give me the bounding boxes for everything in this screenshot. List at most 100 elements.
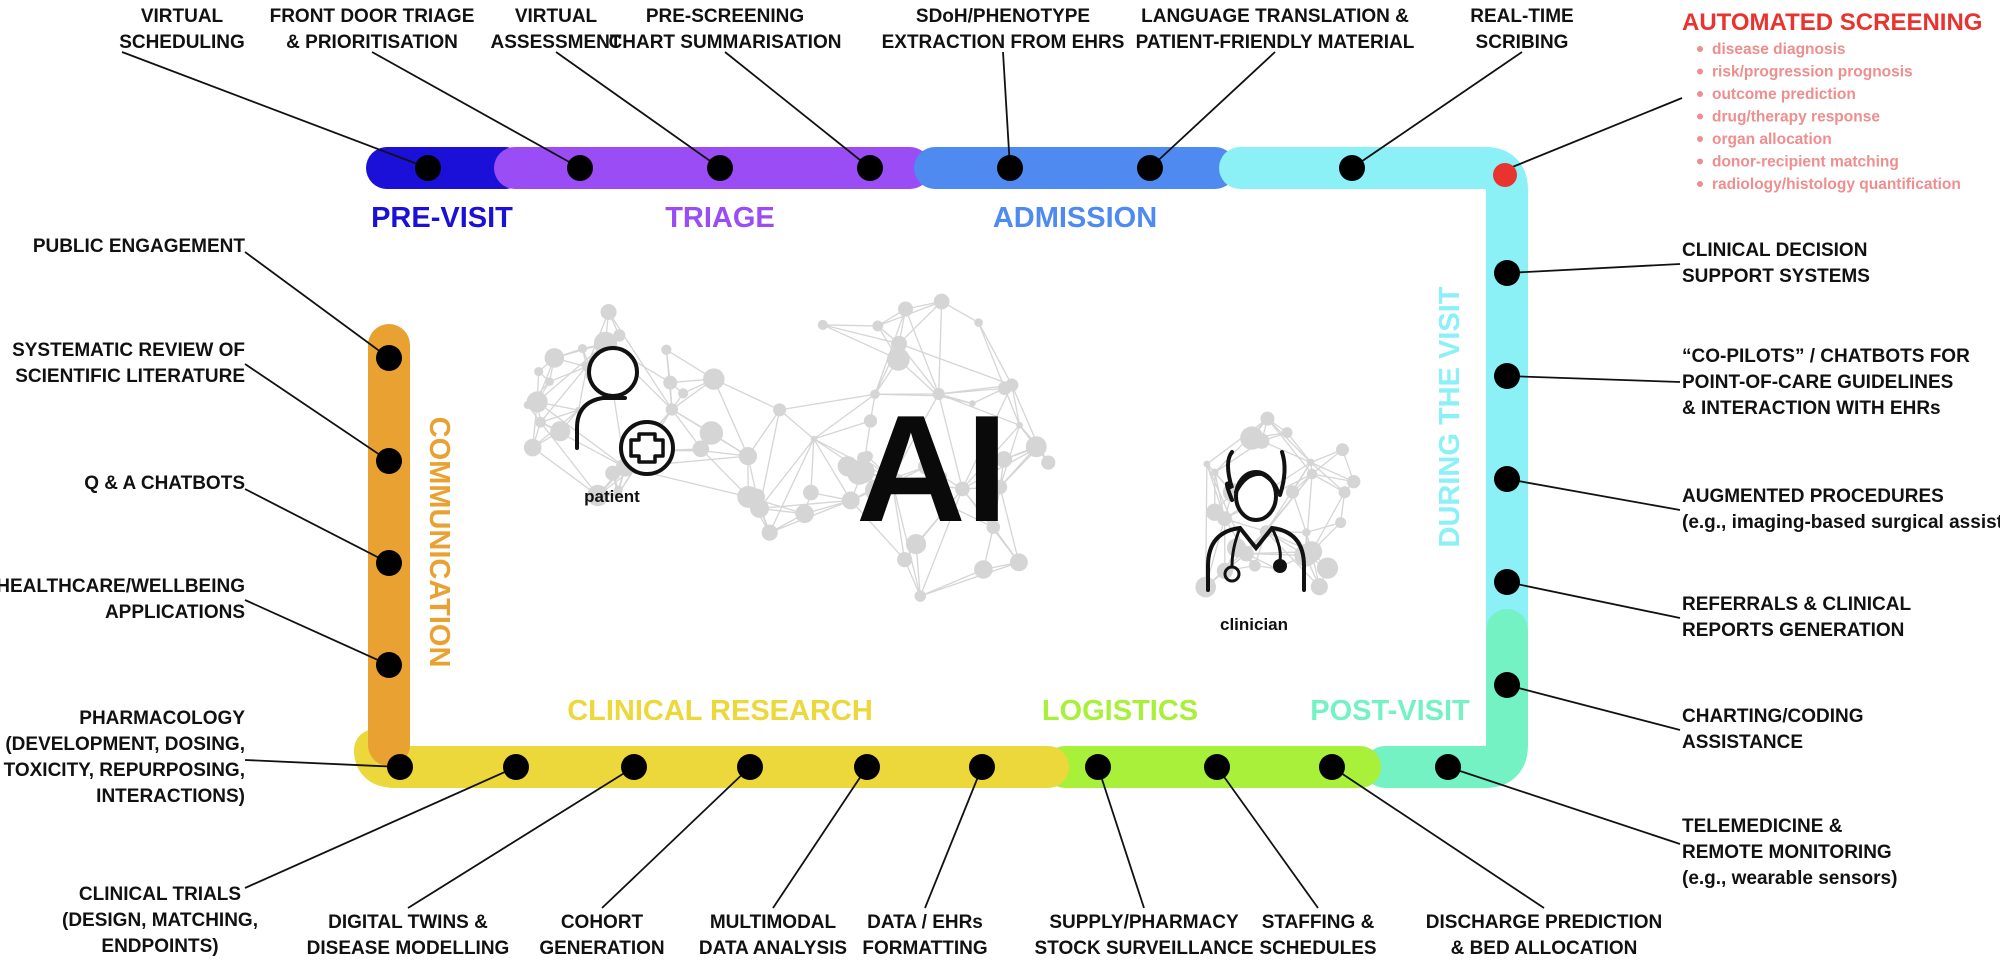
network-edge <box>758 438 815 509</box>
leader-line <box>555 51 721 169</box>
network-edge <box>810 438 815 493</box>
label-line: ASSISTANCE <box>1682 732 1803 753</box>
network-node <box>937 471 948 482</box>
network-node <box>810 435 818 443</box>
network-node <box>1306 458 1315 467</box>
label-bottom-1: DIGITAL TWINS &DISEASE MODELLING <box>307 912 510 959</box>
bullet-icon <box>1697 181 1703 187</box>
phase-logistics-label: LOGISTICS <box>1042 695 1198 727</box>
milestone-dot-right-1 <box>1494 363 1520 389</box>
network-edge <box>938 393 963 490</box>
network-edge <box>1311 449 1343 475</box>
network-edge <box>1310 461 1346 493</box>
phase-clinical-research-label: CLINICAL RESEARCH <box>567 695 873 727</box>
bullet-icon <box>1697 158 1703 165</box>
network-edge <box>898 343 1013 386</box>
label-line: CLINICAL TRIALS <box>79 884 241 905</box>
network-edge <box>1266 418 1312 463</box>
automated-screening-item: drug/therapy response <box>1712 109 1880 126</box>
label-left-0: PUBLIC ENGAGEMENT <box>33 236 246 257</box>
label-line: HEALTHCARE/WELLBEING <box>0 576 245 597</box>
automated-screening-item: outcome prediction <box>1712 86 1856 103</box>
network-edge <box>532 447 599 497</box>
center-graphic: AI patient clinician <box>575 346 1306 634</box>
phase-communication-label: COMMUNICATION <box>423 417 455 668</box>
network-node <box>661 344 672 355</box>
milestone-dot-right-3 <box>1494 569 1520 595</box>
label-line: DATA / EHRs <box>867 912 983 933</box>
label-line: AUGMENTED PROCEDURES <box>1682 486 1944 507</box>
network-node <box>550 421 571 442</box>
leader-line <box>1149 51 1276 169</box>
leader-line <box>1351 51 1523 169</box>
network-edge <box>891 393 940 480</box>
label-top-5: LANGUAGE TRANSLATION &PATIENT-FRIENDLY M… <box>1136 6 1415 53</box>
network-edge <box>540 421 599 496</box>
label-line: CHARTING/CODING <box>1682 706 1864 727</box>
track-post-visit <box>1364 609 1528 788</box>
network-edge <box>1305 473 1313 556</box>
label-line: DATA ANALYSIS <box>699 938 847 959</box>
network-edge <box>919 488 963 597</box>
network-node <box>534 366 544 377</box>
label-line: (e.g., wearable sensors) <box>1682 868 1897 889</box>
network-node <box>817 319 828 330</box>
clinician-with-stethoscope-icon <box>1206 450 1306 592</box>
network-node <box>1195 576 1217 598</box>
label-line: APPLICATIONS <box>105 602 245 623</box>
network-edge <box>1205 530 1267 588</box>
network-node <box>545 377 554 386</box>
label-top-1: FRONT DOOR TRIAGE& PRIORITISATION <box>270 6 475 53</box>
network-edge <box>938 393 1020 426</box>
network-node <box>974 560 993 579</box>
label-line: POINT-OF-CARE GUIDELINES <box>1682 372 1953 393</box>
network-edge <box>1265 530 1320 588</box>
leader-line <box>244 251 390 359</box>
milestone-dot-left-1 <box>376 448 402 474</box>
leader-line <box>724 51 871 169</box>
network-node <box>841 491 860 510</box>
network-edge <box>759 499 851 510</box>
network-node <box>945 502 952 509</box>
network-node <box>896 552 913 568</box>
network-edge <box>1261 440 1312 463</box>
network-node <box>795 504 814 524</box>
milestone-dot-right-0 <box>1494 260 1520 286</box>
network-node <box>1281 427 1293 439</box>
label-line: LANGUAGE TRANSLATION & <box>1141 6 1409 27</box>
neural-network-graph <box>523 293 1361 602</box>
network-edge <box>920 561 1020 597</box>
network-node <box>678 388 689 399</box>
milestone-dot-bottom-5 <box>1085 754 1111 780</box>
network-edge <box>961 424 1021 490</box>
label-line: GENERATION <box>539 938 664 959</box>
network-node <box>905 533 927 555</box>
network-node <box>870 389 880 400</box>
network-edge <box>608 311 673 410</box>
milestone-dot-top-0 <box>415 155 441 181</box>
milestone-dot-bottom-1 <box>621 754 647 780</box>
network-edge <box>813 393 876 440</box>
network-node <box>914 590 927 602</box>
network-edge <box>891 478 921 597</box>
milestone-dot-left-2 <box>376 550 402 576</box>
network-node <box>917 458 934 475</box>
network-node <box>1009 553 1028 572</box>
label-line: STOCK SURVEILLANCE <box>1035 938 1254 959</box>
network-node <box>738 447 758 466</box>
label-line: DISCHARGE PREDICTION <box>1426 912 1662 933</box>
milestone-dot-top-5 <box>1137 155 1163 181</box>
network-node <box>888 475 896 483</box>
network-node <box>1302 528 1311 537</box>
label-line: SYSTEMATIC REVIEW OF <box>12 340 245 361</box>
label-line: SCRIBING <box>1476 32 1569 53</box>
network-edge <box>1205 464 1208 588</box>
network-node <box>750 498 769 518</box>
